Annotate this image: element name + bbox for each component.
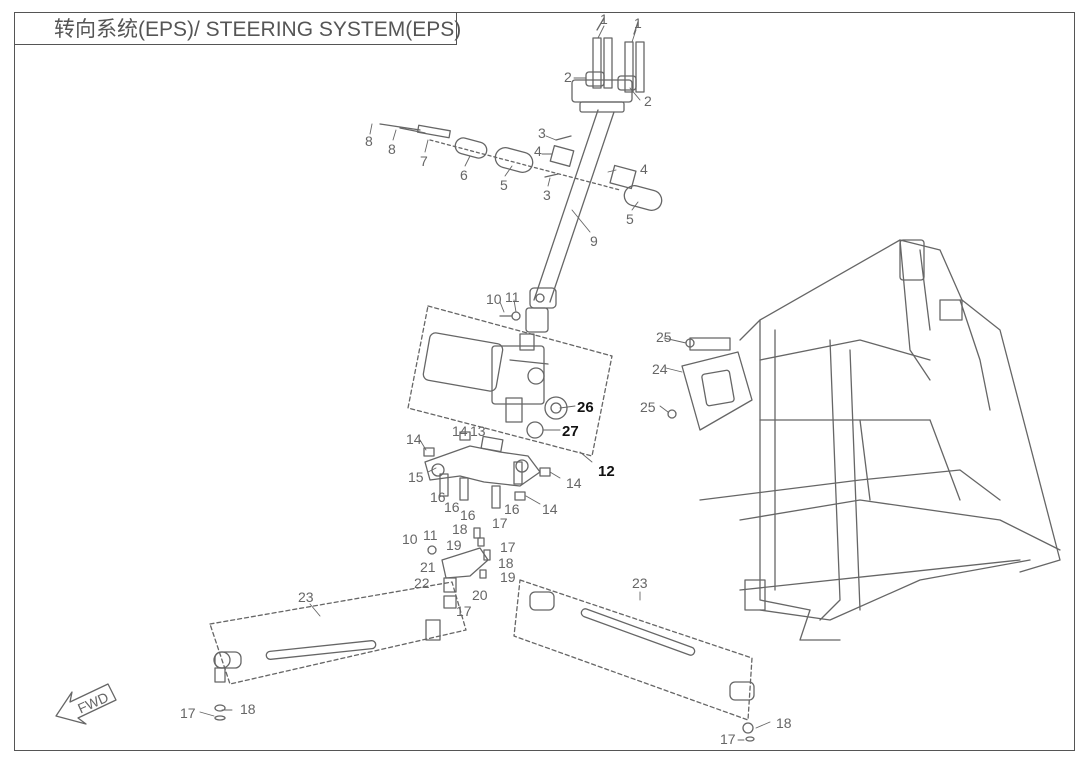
leader-lines: [199, 25, 771, 741]
label-3: 3: [543, 187, 551, 203]
label-16: 16: [504, 501, 520, 517]
label-4: 4: [640, 161, 648, 177]
label-18: 18: [452, 521, 468, 537]
label-3: 3: [538, 125, 546, 141]
label-17: 17: [500, 539, 516, 555]
label-17: 17: [456, 603, 472, 619]
label-19: 19: [446, 537, 462, 553]
label-26: 26: [577, 399, 594, 416]
label-25: 25: [640, 399, 656, 415]
tie-rod-right-part-23: [513, 579, 755, 742]
label-20: 20: [472, 587, 488, 603]
label-1: 1: [600, 11, 608, 27]
label-23: 23: [298, 589, 314, 605]
clamp-part-2: [585, 71, 637, 91]
label-13: 13: [470, 423, 486, 439]
coupler-part-26: [544, 396, 568, 420]
center-link-part-20: [441, 547, 489, 609]
bushing-assembly: [379, 123, 663, 211]
label-6: 6: [460, 167, 468, 183]
tie-rod-left-part-23: [209, 581, 467, 721]
eps-unit-part-12: [407, 305, 613, 457]
bracket-part-15: [424, 435, 541, 487]
label-19: 19: [500, 569, 516, 585]
label-22: 22: [414, 575, 430, 591]
part-labels: 1 1 2 2 3 3 4 4 5 5 6 7 8 8 9 10 10 11 1…: [75, 11, 792, 747]
label-5: 5: [500, 177, 508, 193]
fwd-arrow-icon: [55, 683, 117, 725]
label-11: 11: [423, 527, 438, 543]
label-18: 18: [240, 701, 256, 717]
label-17: 17: [492, 515, 508, 531]
vehicle-frame: [699, 239, 1061, 641]
label-1: 1: [634, 15, 642, 31]
label-7: 7: [420, 153, 428, 169]
label-17: 17: [720, 731, 736, 747]
label-10: 10: [402, 531, 418, 547]
label-23: 23: [632, 575, 648, 591]
universal-joint: [525, 287, 557, 333]
label-16: 16: [444, 499, 460, 515]
ecu-controller-part-24: [667, 337, 753, 431]
label-24: 24: [652, 361, 668, 377]
label-16: 16: [430, 489, 446, 505]
label-15: 15: [408, 469, 424, 485]
label-5: 5: [626, 211, 634, 227]
label-14: 14: [566, 475, 582, 491]
label-16: 16: [460, 507, 476, 523]
label-14: 14: [452, 423, 468, 439]
label-14: 14: [406, 431, 422, 447]
label-10: 10: [486, 291, 502, 307]
bolt-part-16: [439, 461, 523, 509]
drawing-frame: [14, 12, 1075, 751]
label-8: 8: [365, 133, 373, 149]
label-2: 2: [564, 69, 572, 85]
small-parts-17-18-19: [427, 311, 521, 579]
label-18: 18: [776, 715, 792, 731]
label-12: 12: [598, 463, 615, 480]
title-box: 转向系统(EPS)/ STEERING SYSTEM(EPS): [14, 12, 461, 45]
label-17: 17: [180, 705, 196, 721]
label-4: 4: [534, 143, 542, 159]
label-14: 14: [542, 501, 558, 517]
label-25: 25: [656, 329, 672, 345]
oring-part-27: [526, 421, 544, 439]
label-18: 18: [498, 555, 514, 571]
label-11: 11: [505, 289, 520, 305]
bolt-part-1: [592, 17, 645, 93]
label-9: 9: [590, 233, 598, 249]
label-2: 2: [644, 93, 652, 109]
diagram-title: 转向系统(EPS)/ STEERING SYSTEM(EPS): [54, 18, 462, 41]
label-8: 8: [388, 141, 396, 157]
fwd-label: FWD: [75, 689, 111, 717]
label-21: 21: [420, 559, 436, 575]
label-27: 27: [562, 423, 579, 440]
